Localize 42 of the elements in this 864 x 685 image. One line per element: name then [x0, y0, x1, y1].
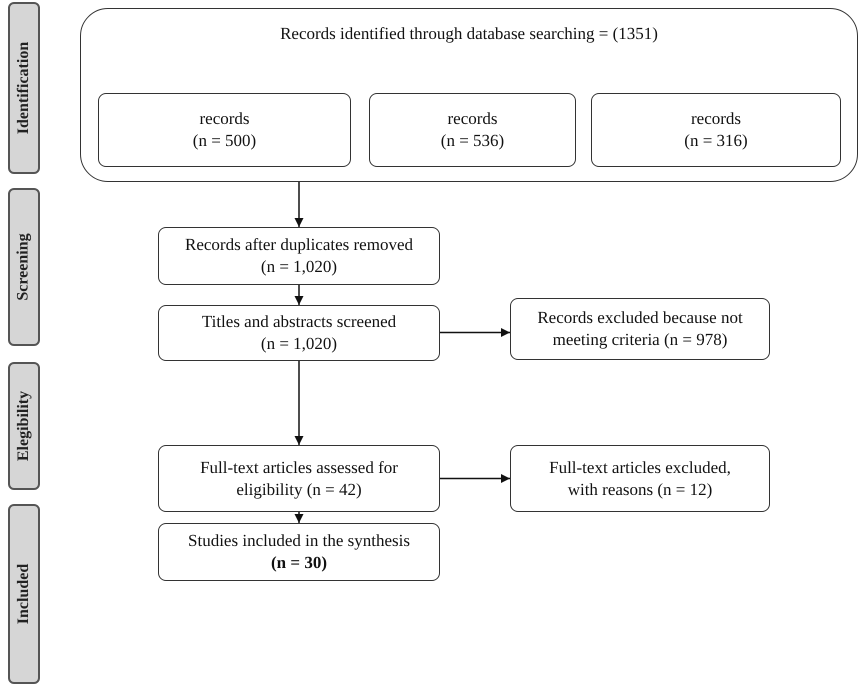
box-text: Full-text articles excluded,: [549, 456, 731, 478]
arrow: [294, 285, 304, 305]
stage-band: [8, 188, 40, 346]
box-text: (n = 30): [271, 552, 327, 574]
box-text: Records excluded because not meeting criteria (n = 978): [536, 307, 744, 351]
stage-label: Elegibility: [14, 390, 33, 462]
stage-band: [8, 504, 40, 684]
stage-label: Identification: [14, 42, 33, 134]
box-text: Studies included in the synthesis: [188, 530, 410, 552]
arrow: [294, 512, 304, 523]
group-box: [80, 8, 858, 182]
box-text: (n = 500): [192, 130, 256, 152]
stage-band: [8, 2, 40, 174]
process-box: [158, 305, 440, 361]
box-text: Titles and abstracts screened: [202, 311, 396, 333]
arrow: [440, 328, 510, 337]
arrow: [294, 182, 304, 227]
process-box: [158, 523, 440, 581]
process-box: [158, 445, 440, 512]
stage-band: [8, 362, 40, 490]
box-text: (n = 316): [684, 130, 748, 152]
box-text: records: [199, 108, 250, 130]
box-text: records: [690, 108, 742, 130]
box-text: records: [447, 108, 498, 130]
box-text: eligibility (n = 42): [236, 478, 362, 500]
stage-label: Screening: [14, 233, 33, 301]
process-box: [510, 445, 770, 512]
arrow: [294, 361, 304, 445]
process-box: [158, 227, 440, 285]
box-text: with reasons (n = 12): [568, 478, 712, 500]
arrow: [440, 474, 510, 483]
process-box: [591, 93, 841, 167]
process-box: [98, 93, 351, 167]
box-text: Records identified through database searching = (1351): [280, 23, 658, 45]
box-text: (n = 536): [440, 130, 504, 152]
process-box: [369, 93, 576, 167]
stage-label: Included: [14, 564, 33, 624]
box-text: Records after duplicates removed: [185, 234, 413, 256]
box-text: (n = 1,020): [260, 256, 338, 278]
box-text: (n = 1,020): [260, 333, 338, 355]
box-text: Full-text articles assessed for: [200, 456, 398, 478]
process-box: [510, 298, 770, 360]
